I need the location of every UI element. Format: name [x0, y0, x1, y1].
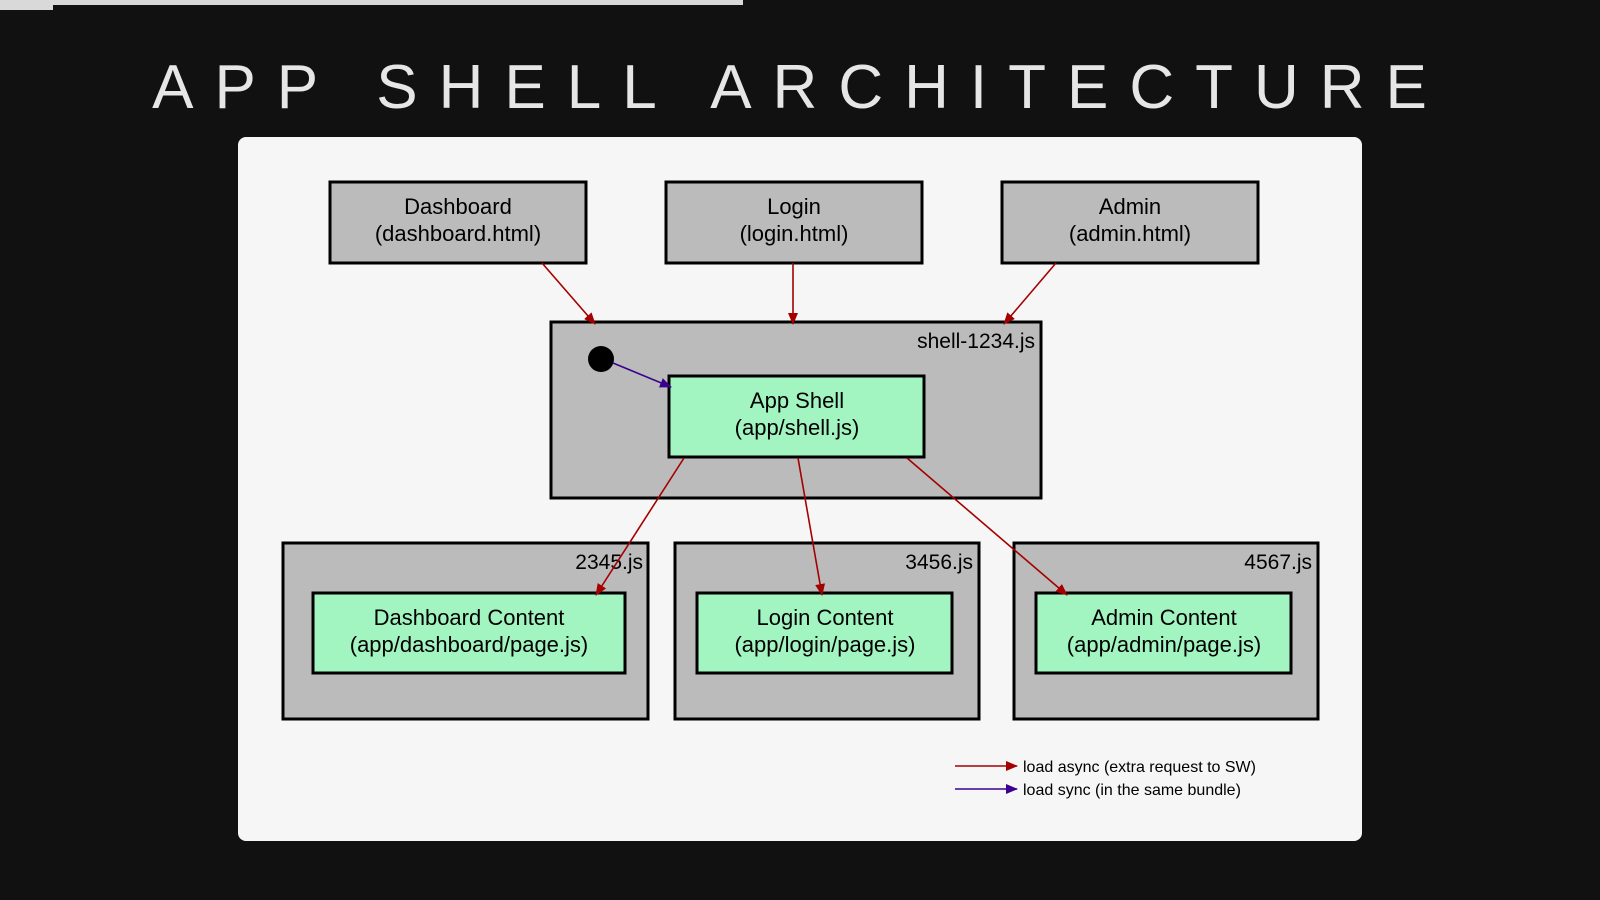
- bundle-label: shell-1234.js: [917, 330, 1035, 353]
- shell-bundle: shell-1234.js App Shell (app/shell.js): [549, 320, 1043, 500]
- bundle-label: 4567.js: [1244, 551, 1312, 574]
- module-name: Login Content: [757, 605, 894, 630]
- page-node-name: Admin: [1099, 194, 1161, 219]
- page-node-file: (dashboard.html): [375, 221, 541, 246]
- async-arrow-shell-to-admin-content: [906, 457, 1068, 596]
- legend-async-label: load async (extra request to SW): [1023, 759, 1256, 776]
- legend: load async (extra request to SW) load sy…: [955, 759, 1256, 799]
- entry-point-dot: [588, 346, 614, 372]
- bundle-label: 2345.js: [575, 551, 643, 574]
- async-arrow-shell-to-dashboard-content: [595, 457, 685, 596]
- module-file: (app/login/page.js): [734, 632, 915, 657]
- page-node-file: (admin.html): [1069, 221, 1191, 246]
- content-bundle-admin: 4567.js Admin Content (app/admin/page.js…: [1012, 541, 1320, 721]
- page-node-file: (login.html): [740, 221, 849, 246]
- sync-arrow-entry-to-shell: [612, 362, 672, 388]
- module-file: (app/admin/page.js): [1067, 632, 1261, 657]
- app-shell-module: [667, 374, 926, 459]
- page-node-admin: Admin (admin.html): [1000, 180, 1260, 265]
- page-node-dashboard: Dashboard (dashboard.html): [328, 180, 588, 265]
- slide-progress-track: [0, 0, 743, 5]
- dashboard-content-module: [311, 591, 627, 675]
- slide-progress-thumb: [0, 0, 53, 10]
- async-arrow-admin-to-shell: [1003, 262, 1057, 325]
- module-name: Admin Content: [1091, 605, 1237, 630]
- content-bundle-dashboard: 2345.js Dashboard Content (app/dashboard…: [281, 541, 650, 721]
- slide-title: APP SHELL ARCHITECTURE: [152, 53, 1448, 122]
- async-arrow-dashboard-to-shell: [541, 262, 596, 325]
- page-node-login: Login (login.html): [664, 180, 924, 265]
- async-arrow-shell-to-login-content: [797, 457, 826, 596]
- legend-sync-label: load sync (in the same bundle): [1023, 782, 1241, 799]
- admin-content-module: [1034, 591, 1293, 675]
- module-name: App Shell: [750, 388, 844, 413]
- module-file: (app/shell.js): [735, 415, 860, 440]
- module-name: Dashboard Content: [374, 605, 565, 630]
- bundle-label: 3456.js: [905, 551, 973, 574]
- module-file: (app/dashboard/page.js): [350, 632, 589, 657]
- page-node-name: Dashboard: [404, 194, 512, 219]
- content-bundle-login: 3456.js Login Content (app/login/page.js…: [673, 541, 981, 721]
- page-node-name: Login: [767, 194, 821, 219]
